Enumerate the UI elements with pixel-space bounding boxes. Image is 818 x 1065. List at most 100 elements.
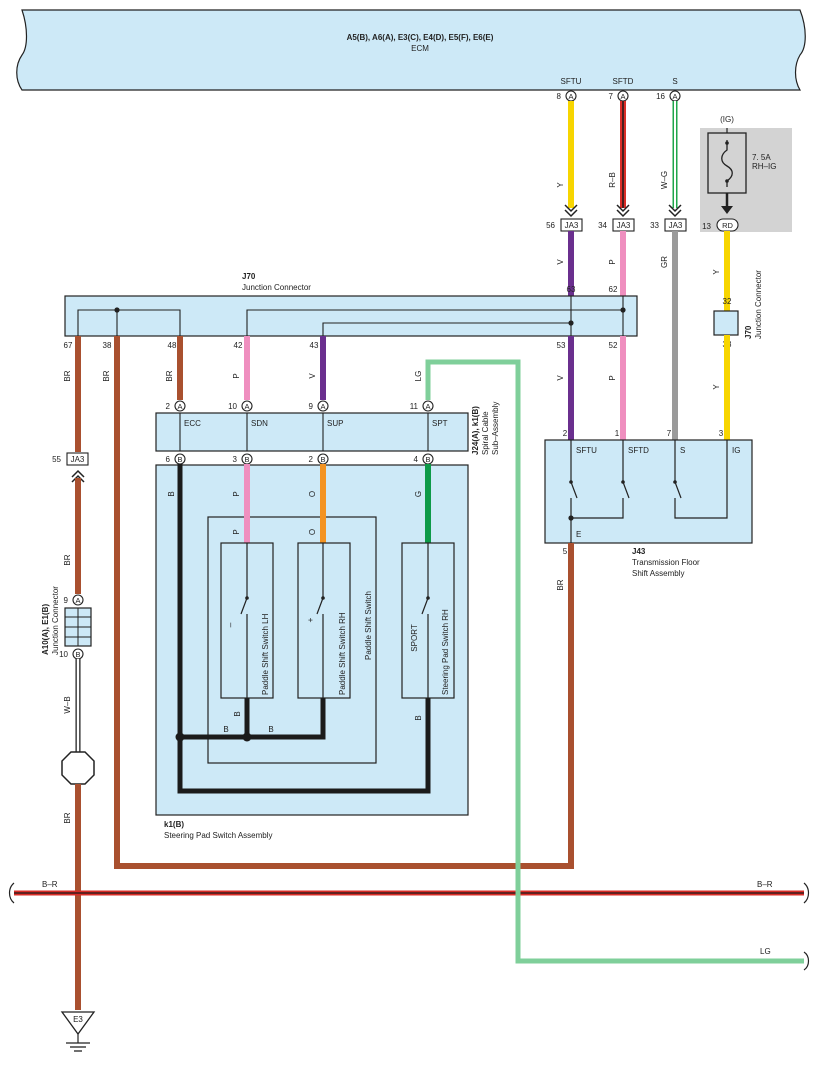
steering-pad-switch-rh: SPORT Steering Pad Switch RH (401, 542, 455, 699)
spiral-internal-lines (179, 413, 429, 451)
svg-text:A: A (244, 402, 249, 411)
wire-label-v-43: V (308, 373, 317, 379)
svg-text:A: A (320, 402, 325, 411)
j70-pin-38: 38 (103, 341, 112, 350)
wire-label-y-top: Y (556, 182, 565, 188)
svg-text:8: 8 (557, 92, 562, 101)
spiral-terms: ECC SDN SUP SPT (184, 419, 448, 428)
j43-ground-term: E (576, 530, 581, 539)
svg-text:34: 34 (598, 221, 607, 230)
svg-text:Junction Connector: Junction Connector (51, 586, 60, 655)
svg-text:–: – (225, 622, 235, 627)
junction-dot (242, 732, 252, 742)
wire-label-br-38: BR (102, 370, 111, 381)
wire-label-gr: GR (660, 256, 669, 268)
wire-label-wb: W–B (63, 696, 72, 713)
j70-junction-box (64, 295, 638, 337)
svg-text:Paddle Shift Switch LH: Paddle Shift Switch LH (261, 613, 270, 695)
bus-br-line (8, 882, 810, 904)
wire-label-y-ig1: Y (712, 269, 721, 275)
svg-text:3: 3 (233, 455, 238, 464)
svg-text:10: 10 (59, 650, 68, 659)
svg-text:RD: RD (722, 221, 733, 230)
svg-text:A: A (425, 402, 430, 411)
svg-text:JA3: JA3 (617, 221, 631, 230)
svg-text:13: 13 (702, 222, 711, 231)
svg-text:9: 9 (309, 402, 314, 411)
wire-label-br-mid: BR (63, 554, 72, 565)
j70-connector-small: 32 33 J70 Junction Connector (713, 270, 763, 349)
svg-text:SPT: SPT (432, 419, 448, 428)
wire-label-o-2: O (308, 529, 317, 535)
j43-switches (570, 440, 728, 543)
wire-label-y-ig2: Y (712, 384, 721, 390)
j70-pin-48: 48 (168, 341, 177, 350)
svg-text:10: 10 (228, 402, 237, 411)
svg-text:SPORT: SPORT (410, 624, 419, 652)
ecm-box (16, 9, 806, 91)
j70-name: J70 (242, 272, 256, 281)
wire-label-br-j43: BR (556, 579, 565, 590)
svg-text:A: A (75, 596, 80, 605)
switch-contact (569, 480, 573, 484)
paddle-shift-switch-rh: + Paddle Shift Switch RH (297, 542, 351, 699)
wire-label-o-1: O (308, 491, 317, 497)
junction-dot (568, 515, 574, 521)
steering-desc: Steering Pad Switch Assembly (164, 831, 273, 840)
switch-contact (673, 480, 677, 484)
wire-br-j43 (114, 336, 574, 869)
wire-label-p-lower: P (608, 375, 617, 380)
svg-text:S: S (672, 77, 677, 86)
svg-text:JA3: JA3 (669, 221, 683, 230)
svg-text:RH–IG: RH–IG (752, 162, 776, 171)
svg-text:1: 1 (615, 429, 620, 438)
chevron-icon (564, 204, 578, 218)
wire-label-rb: R–B (608, 172, 617, 188)
switch-contact (621, 480, 625, 484)
wire-label-b-4: B (233, 711, 242, 716)
wire-label-v-upper: V (556, 259, 565, 265)
svg-text:SUP: SUP (327, 419, 343, 428)
ecm-title: A5(B), A6(A), E3(C), E4(D), E5(F), E6(E) (347, 33, 494, 42)
j70-pin-62: 62 (609, 285, 618, 294)
wire-lg (425, 359, 804, 964)
j43-terminals: SFTU SFTD S IG 2 1 7 3 (563, 429, 741, 455)
spiral-name: J24(A), k1(B) (471, 406, 480, 455)
spiral-desc1: Spiral Cable (481, 411, 490, 455)
spiral-bottom-pins: 6 B 3 B 2 B 4 B (166, 453, 434, 465)
svg-text:B: B (75, 650, 80, 659)
svg-text:55: 55 (52, 455, 61, 464)
ecm-terminal-s: S 16 A (656, 77, 681, 102)
svg-text:A: A (177, 402, 182, 411)
paddle-group-label: Paddle Shift Switch (364, 591, 373, 660)
j43-box (544, 439, 753, 544)
svg-text:A: A (620, 92, 625, 101)
svg-text:3: 3 (719, 429, 724, 438)
spiral-top-pins: 2 A 10 A 9 A 11 A (166, 400, 434, 412)
svg-text:JA3: JA3 (71, 455, 85, 464)
spiral-cable-box (155, 412, 469, 452)
svg-text:SFTU: SFTU (561, 77, 582, 86)
steering-name: k1(B) (164, 820, 184, 829)
svg-text:33: 33 (650, 221, 659, 230)
junction-dot (568, 320, 574, 326)
j70-pin-53: 53 (557, 341, 566, 350)
svg-text:J70: J70 (744, 325, 753, 339)
wire-label-br-67: BR (63, 370, 72, 381)
paddle-shift-outline (207, 516, 377, 764)
wire-label-wg: W–G (660, 171, 669, 189)
wire-label-br-48: BR (165, 370, 174, 381)
svg-text:JA3: JA3 (565, 221, 579, 230)
j70-pin-52: 52 (609, 341, 618, 350)
svg-text:7: 7 (609, 92, 614, 101)
wire-label-b-5: B (414, 715, 423, 720)
svg-text:A10(A), E1(B): A10(A), E1(B) (41, 604, 50, 655)
wire-b-branch (180, 698, 326, 740)
svg-text:SFTU: SFTU (576, 446, 597, 455)
svg-text:Junction Connector: Junction Connector (754, 270, 763, 339)
wire-label-lg: LG (414, 371, 423, 382)
svg-text:B: B (244, 455, 249, 464)
svg-text:SFTD: SFTD (613, 77, 634, 86)
bus-label-left: B–R (42, 880, 58, 889)
ecm-name: ECM (411, 44, 429, 53)
